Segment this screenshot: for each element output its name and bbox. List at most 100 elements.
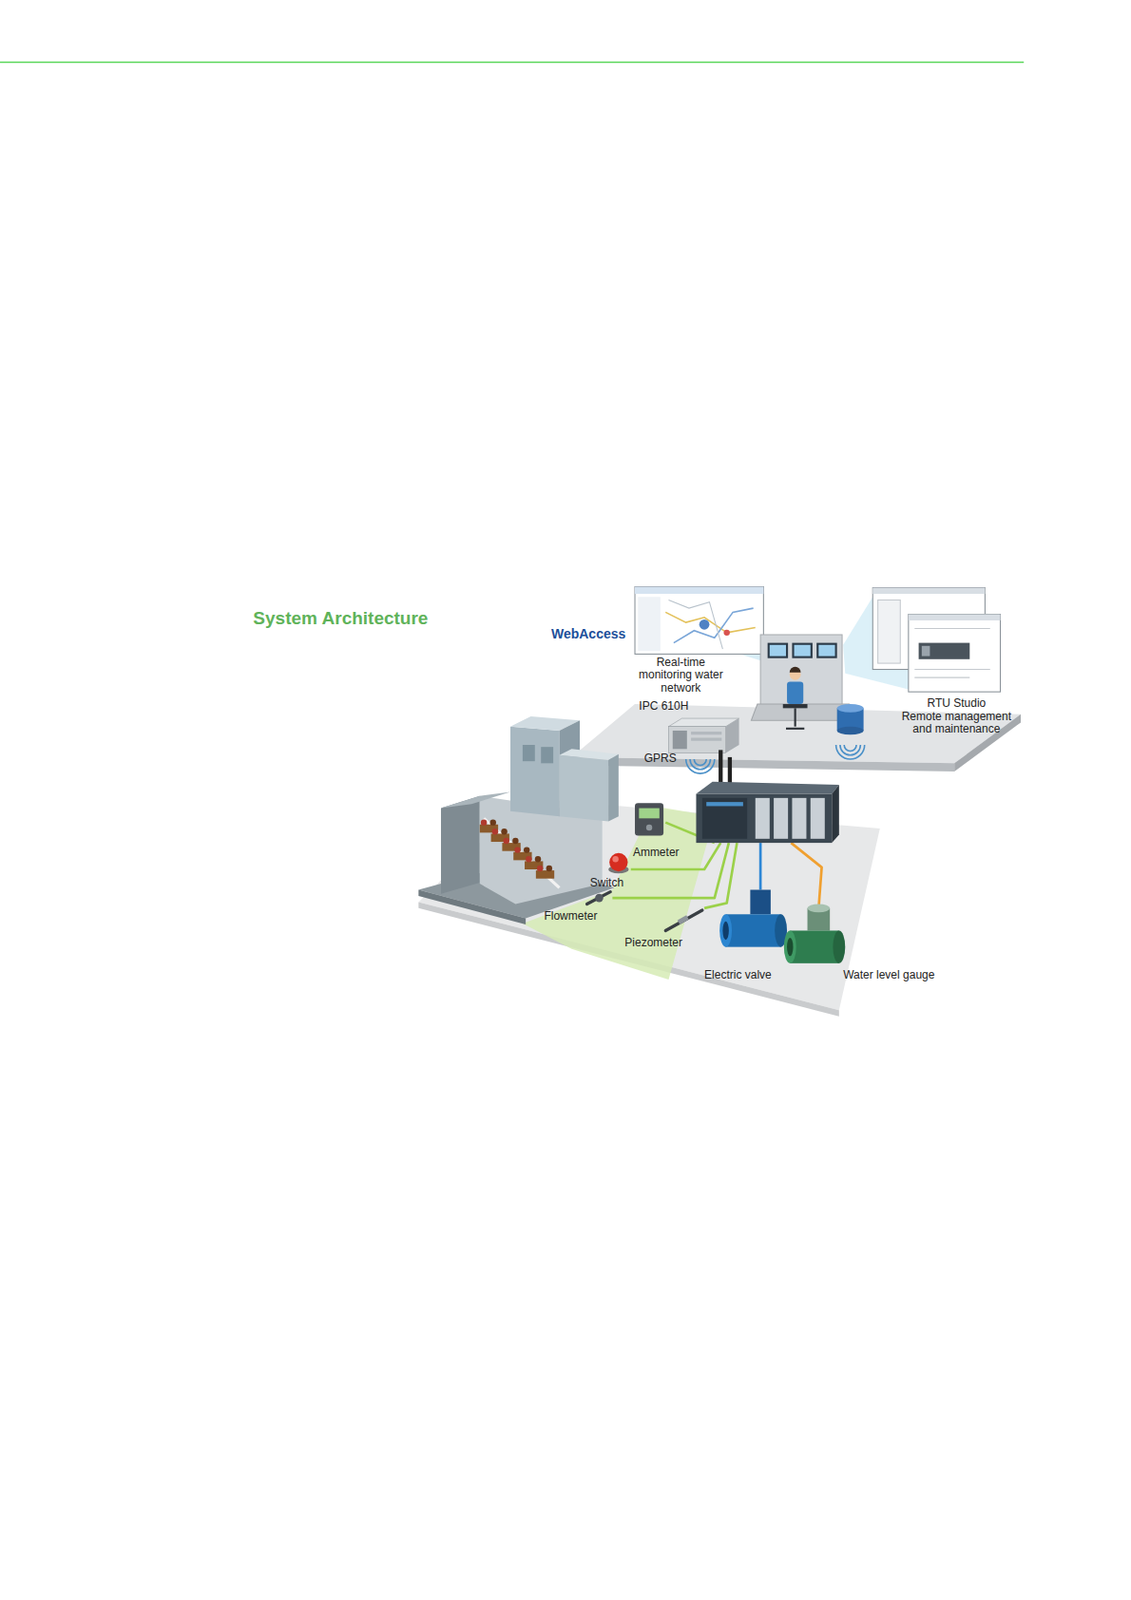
electric-valve-part bbox=[726, 914, 782, 947]
pump-station-building-part-part bbox=[535, 856, 541, 863]
diagram-title: System Architecture bbox=[252, 608, 428, 630]
software-caption: Remote management and maintenance bbox=[897, 710, 1016, 738]
signal-wires-part bbox=[631, 843, 722, 870]
water-level-gauge-part bbox=[786, 938, 793, 957]
rtu-studio-windows-part bbox=[914, 677, 970, 679]
ipc-computer bbox=[668, 718, 739, 754]
piezometer-probe-part bbox=[677, 915, 690, 925]
wireless-signal-part bbox=[836, 745, 865, 760]
pump-station-building-part-part bbox=[490, 819, 497, 825]
operator-console-part bbox=[794, 645, 811, 657]
rtu-controller-part bbox=[831, 785, 840, 844]
operator-console-part bbox=[785, 728, 805, 730]
map-monitor-screen-part bbox=[699, 619, 710, 631]
switch-button bbox=[608, 853, 629, 874]
database-cylinder bbox=[837, 704, 864, 735]
operator-console-part bbox=[769, 645, 786, 657]
map-monitor-screen-part bbox=[668, 600, 723, 651]
rtu-controller-part bbox=[695, 782, 839, 795]
operator-console-part bbox=[760, 634, 843, 707]
signal-wires-part bbox=[790, 843, 822, 909]
map-monitor-screen-part bbox=[665, 612, 756, 633]
sensor-label: Water level gauge bbox=[843, 969, 935, 983]
pump-station-building-part-part bbox=[514, 846, 520, 853]
rtu-controller-part bbox=[702, 798, 748, 840]
database-cylinder-part bbox=[837, 704, 864, 713]
flowmeter-probe-part bbox=[594, 894, 604, 903]
wireless-signal-part bbox=[840, 745, 861, 756]
map-monitor-screen-part bbox=[637, 596, 661, 652]
pump-station-building-part-part bbox=[502, 838, 509, 844]
rtu-controller bbox=[695, 749, 839, 844]
operator-console-part bbox=[767, 643, 788, 659]
pump-station-building bbox=[418, 716, 619, 925]
pump-station-building-part-part bbox=[536, 870, 555, 880]
rtu-studio-windows-part bbox=[921, 646, 931, 657]
operator-console-part bbox=[818, 645, 835, 657]
pump-station-building-part bbox=[483, 818, 559, 888]
wireless-signal-part bbox=[693, 759, 707, 766]
header-rule bbox=[0, 61, 1024, 64]
field-platform-part bbox=[418, 798, 880, 1011]
pump-station-building-part-part bbox=[523, 846, 530, 853]
software-label: RTU Studio bbox=[897, 697, 1016, 711]
ammeter-device-part bbox=[634, 803, 664, 836]
map-monitor-screen-part bbox=[634, 587, 764, 595]
control-room-platform bbox=[571, 704, 1021, 772]
operator-console-part bbox=[783, 704, 808, 709]
switch-button-part bbox=[609, 853, 628, 872]
rtu-studio-windows bbox=[872, 588, 1000, 693]
ipc-computer-part bbox=[668, 727, 726, 754]
control-room-platform-part bbox=[571, 757, 955, 772]
pump-station-building-part-part bbox=[546, 865, 553, 872]
water-level-gauge-part bbox=[832, 930, 845, 963]
pump-station-building-part bbox=[522, 745, 536, 762]
electric-valve-part bbox=[749, 890, 770, 916]
wireless-signal bbox=[686, 745, 865, 774]
ipc-computer-part bbox=[672, 730, 688, 749]
ammeter-device bbox=[634, 803, 664, 836]
sensor-label: Switch bbox=[590, 877, 624, 891]
rtu-controller-part bbox=[791, 798, 806, 840]
map-monitor-screen-part bbox=[723, 630, 729, 636]
operator-console-part bbox=[816, 643, 837, 659]
ipc-computer-part bbox=[726, 718, 740, 754]
pump-station-building-part bbox=[440, 796, 480, 895]
sensor-label: Electric valve bbox=[704, 969, 772, 983]
pump-station-building-part-part bbox=[480, 819, 487, 825]
operator-console-part bbox=[786, 681, 804, 705]
operator-console-part bbox=[791, 643, 812, 659]
sensor-label: Ammeter bbox=[632, 846, 680, 861]
pump-station-building-part-part bbox=[500, 828, 507, 835]
map-monitor-screen bbox=[634, 587, 764, 655]
pump-station-building-part bbox=[608, 754, 619, 823]
rtu-controller-part bbox=[773, 798, 788, 840]
rtu-studio-windows-part bbox=[914, 628, 990, 630]
rtu-studio-windows-part bbox=[908, 614, 1001, 621]
electric-valve-part bbox=[719, 914, 732, 947]
operator-console-part bbox=[789, 667, 802, 673]
water-level-gauge-part bbox=[807, 904, 831, 914]
field-platform bbox=[418, 798, 880, 1017]
wireless-signal-part bbox=[843, 745, 857, 751]
rtu-controller-part bbox=[755, 798, 770, 840]
pump-station-building-part-part bbox=[525, 856, 532, 863]
logo-text: WebAccess bbox=[551, 626, 626, 642]
flowmeter-probe-part bbox=[587, 892, 612, 905]
device-label: IPC 610H bbox=[638, 700, 689, 714]
water-level-gauge bbox=[784, 904, 845, 964]
wireless-signal-part bbox=[690, 759, 710, 770]
piezometer-probe-part bbox=[665, 910, 703, 931]
map-monitor-screen-part bbox=[634, 587, 764, 655]
switch-button-part bbox=[612, 856, 618, 863]
signal-wires-part bbox=[759, 843, 763, 890]
pump-station-building-part bbox=[536, 865, 555, 880]
sensor-label: Piezometer bbox=[624, 937, 683, 951]
map-monitor-screen-part bbox=[673, 608, 754, 644]
rtu-studio-windows-part bbox=[908, 614, 1001, 693]
pump-station-building-part bbox=[559, 748, 619, 761]
link-label: GPRS bbox=[644, 752, 677, 767]
ammeter-device-part bbox=[646, 824, 652, 831]
pump-station-building-part-part bbox=[512, 838, 518, 844]
